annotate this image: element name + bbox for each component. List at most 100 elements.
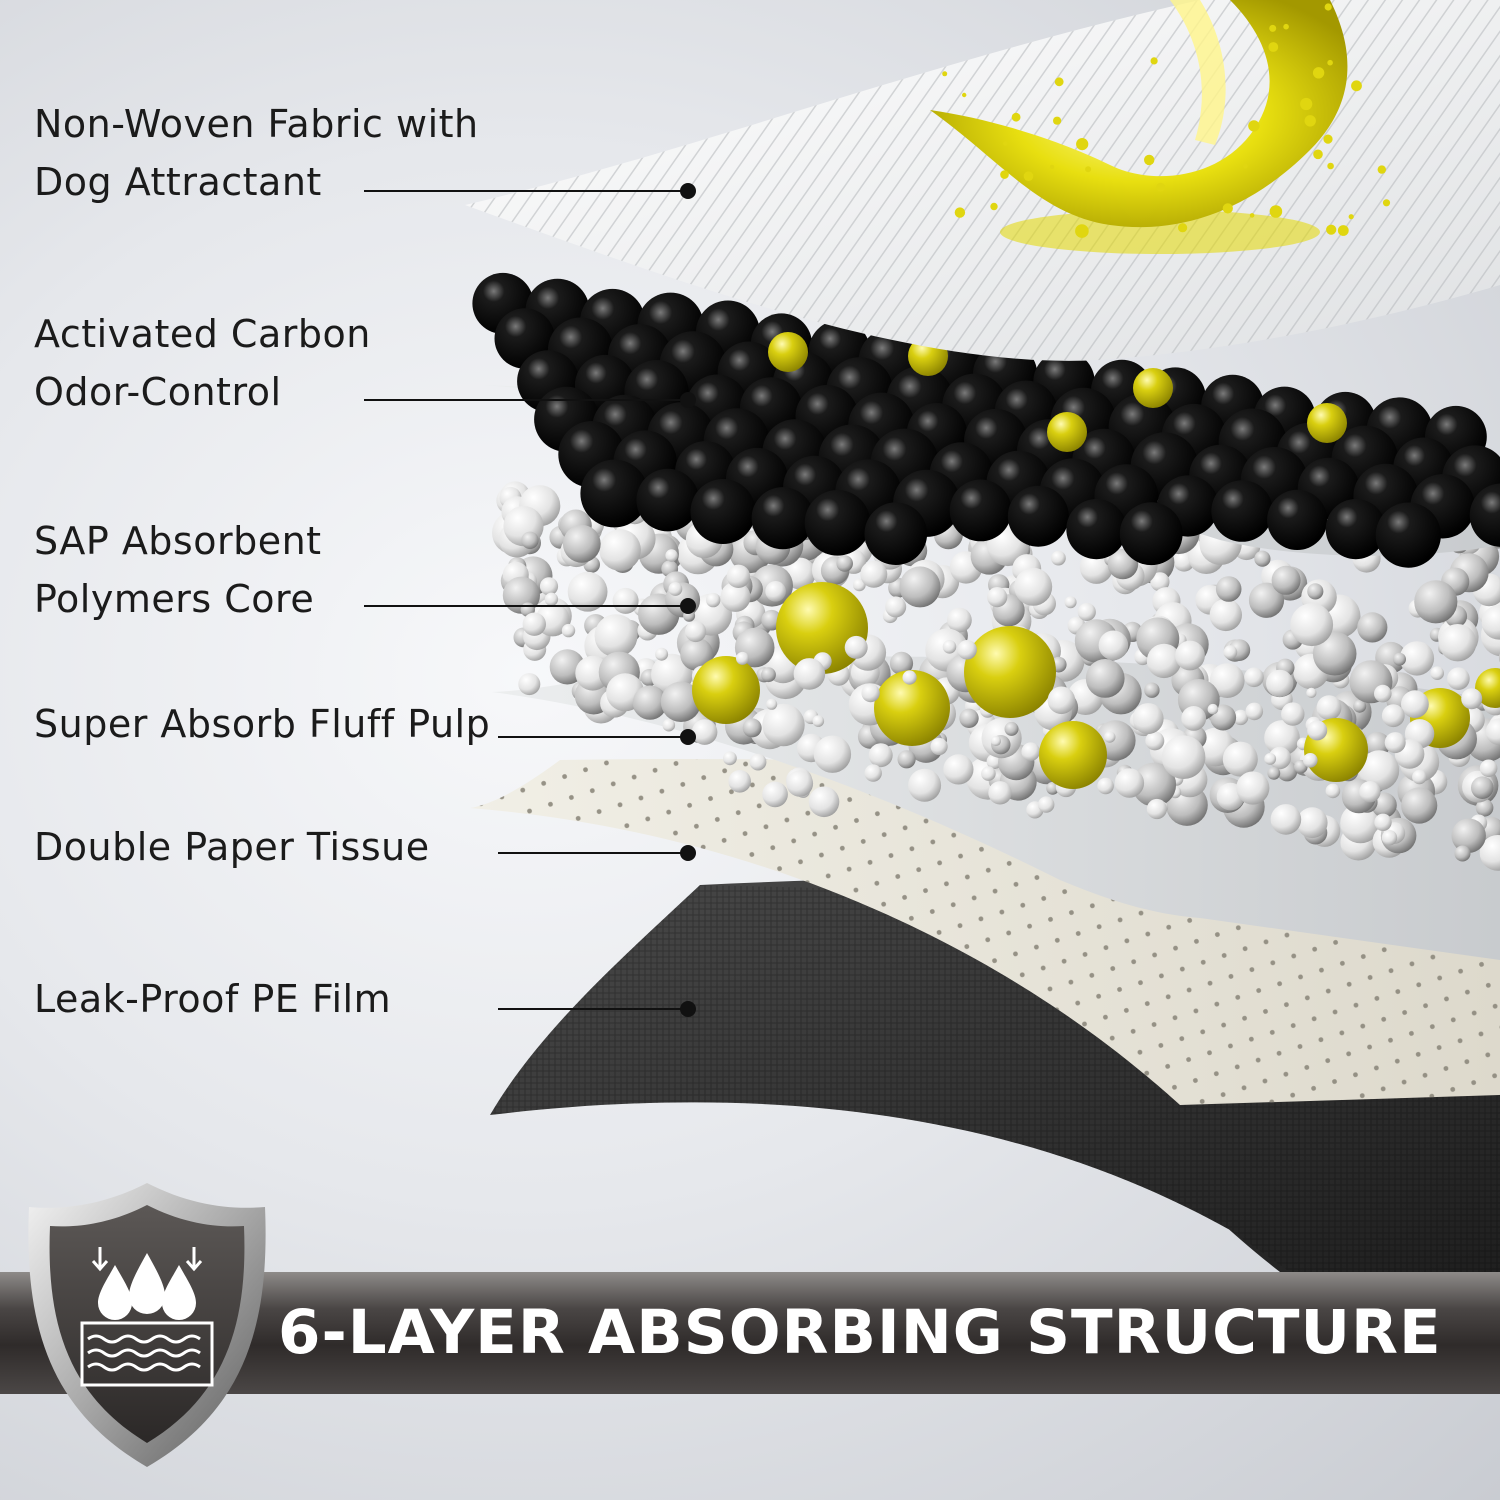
sap-granule	[897, 750, 916, 769]
sap-granule	[1316, 695, 1342, 721]
sap-granule	[1268, 746, 1292, 770]
sap-granule	[1021, 742, 1040, 761]
liquid-droplet	[1075, 224, 1089, 238]
absorbed-liquid-bead	[768, 332, 808, 372]
liquid-droplet	[1243, 163, 1248, 169]
carbon-bead	[580, 459, 649, 528]
sap-granule	[793, 658, 826, 690]
sap-granule	[539, 577, 559, 596]
sap-granule	[1248, 582, 1285, 618]
sap-granule	[1451, 818, 1486, 853]
sap-granule	[1381, 830, 1398, 846]
absorbed-liquid-bead	[1133, 368, 1173, 408]
sap-granule	[957, 640, 977, 660]
sap-granule	[1374, 813, 1392, 831]
sap-granule	[1430, 666, 1444, 680]
carbon-bead	[1469, 483, 1500, 547]
liquid-droplet	[1323, 134, 1333, 144]
label-non-woven-fabric: Non-Woven Fabric with Dog Attractant	[34, 102, 479, 204]
liquid-droplet	[1248, 120, 1260, 132]
sap-granule	[766, 698, 778, 710]
sap-granule	[813, 735, 852, 773]
sap-granule	[1485, 718, 1500, 746]
non-woven-fabric-layer	[465, 0, 1500, 361]
sap-granule	[680, 637, 714, 671]
leader-dot-2	[680, 392, 696, 408]
sap-granule	[942, 640, 957, 654]
label-pe-film: Leak-Proof PE Film	[34, 977, 392, 1021]
sap-granule	[1381, 704, 1405, 728]
absorbed-sap-bead	[874, 670, 950, 746]
liquid-droplet	[1313, 149, 1323, 160]
sap-granule	[518, 673, 541, 696]
liquid-droplet	[1377, 165, 1387, 174]
sap-granule	[522, 612, 546, 636]
sap-granule	[655, 647, 669, 661]
sap-granule	[765, 581, 786, 602]
sap-granule	[1393, 652, 1406, 666]
absorbed-sap-bead	[692, 656, 760, 724]
sap-granule	[594, 614, 638, 658]
sap-granule	[947, 607, 972, 633]
sap-granule	[1245, 702, 1264, 721]
sap-granule	[1412, 769, 1427, 785]
sap-granule	[1401, 787, 1438, 824]
sap-granule	[1271, 565, 1301, 595]
carbon-bead	[636, 468, 699, 532]
sap-granule	[1399, 641, 1435, 676]
sap-granule	[1290, 603, 1334, 647]
liquid-droplet	[1023, 171, 1034, 181]
absorbed-liquid-bead	[1307, 403, 1347, 443]
liquid-droplet	[1326, 224, 1337, 235]
carbon-bead	[751, 487, 814, 550]
sap-granule	[521, 531, 539, 549]
sap-granule	[1267, 766, 1281, 780]
liquid-droplet	[1085, 166, 1092, 173]
sap-granule	[1374, 684, 1392, 703]
liquid-droplet	[1269, 24, 1277, 32]
sap-granule	[1232, 709, 1249, 726]
sap-granule	[885, 596, 907, 618]
liquid-droplet	[1269, 205, 1283, 218]
sap-granule	[1353, 699, 1367, 713]
sap-granule	[1132, 762, 1177, 807]
sap-granule	[720, 581, 751, 612]
sap-granule	[1146, 643, 1182, 679]
sap-granule	[1223, 645, 1238, 660]
sap-granule	[1357, 612, 1388, 643]
liquid-droplet	[1053, 116, 1062, 125]
sap-granule	[1414, 580, 1458, 624]
sap-granule	[1215, 576, 1242, 602]
sap-granule	[1264, 720, 1300, 756]
sap-granule	[1145, 731, 1165, 751]
liquid-droplet	[1382, 199, 1391, 207]
sap-granule	[990, 735, 1002, 747]
sap-granule	[1439, 624, 1477, 662]
sap-granule	[762, 781, 788, 808]
liquid-droplet	[962, 92, 967, 98]
sap-granule	[1401, 690, 1429, 719]
carbon-bead	[1325, 498, 1386, 560]
sap-granule	[836, 555, 853, 572]
sap-granule	[706, 592, 721, 608]
sap-granule	[544, 592, 559, 606]
leader-dot-5	[680, 845, 696, 861]
liquid-droplet	[1076, 138, 1089, 151]
liquid-droplet	[1054, 77, 1064, 87]
absorbed-liquid-bead	[1047, 412, 1087, 452]
sap-granule	[988, 781, 1012, 805]
sap-granule	[1064, 596, 1077, 609]
sap-granule	[959, 708, 979, 728]
carbon-bead	[949, 479, 1012, 542]
sap-granule	[864, 764, 882, 782]
sap-granule	[1244, 667, 1264, 688]
label-sap-core: SAP Absorbent Polymers Core	[34, 519, 322, 621]
sap-granule	[749, 753, 767, 771]
sap-granule	[1046, 781, 1059, 795]
sap-granule	[1281, 702, 1305, 726]
liquid-droplet	[1249, 213, 1255, 218]
sap-granule	[1132, 703, 1164, 735]
sap-granule	[691, 719, 718, 745]
leader-lines	[364, 183, 696, 1017]
carbon-bead	[1375, 502, 1441, 568]
